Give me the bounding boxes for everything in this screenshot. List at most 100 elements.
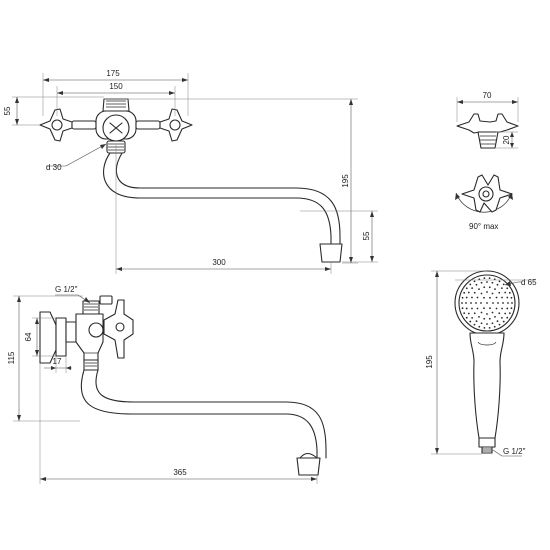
dim-label-115: 115 (7, 351, 16, 364)
front-view-dimensions: 175 150 55 d 30 195 55 (3, 69, 378, 274)
nozzle-dot (508, 312, 511, 315)
nozzle-dot (469, 283, 472, 286)
nozzle-dot (488, 317, 491, 320)
shower-nozzles (461, 277, 513, 329)
nozzle-dot (480, 311, 483, 314)
dim-label-shower-195: 195 (425, 355, 434, 369)
nozzle-dot (483, 277, 486, 280)
nozzle-dot (476, 307, 479, 310)
nozzle-dot (494, 288, 496, 291)
nozzle-dot (494, 315, 496, 318)
nozzle-dot (492, 302, 494, 304)
nozzle-dot (502, 283, 505, 286)
nozzle-dot (475, 302, 477, 304)
nozzle-dot (486, 291, 488, 293)
nozzle-dot (501, 296, 503, 299)
nozzle-dot (471, 287, 474, 290)
nozzle-dot (476, 296, 479, 299)
nozzle-dot (480, 302, 482, 304)
nozzle-dot (491, 322, 494, 325)
nozzle-dot (475, 283, 478, 286)
nozzle-dot (504, 291, 507, 294)
nozzle-dot (493, 278, 496, 281)
nozzle-dot (497, 302, 499, 304)
nozzle-dot (496, 320, 499, 323)
dim-label-90-max: 90° max (469, 222, 498, 231)
dim-label-150: 150 (109, 82, 123, 91)
dim-label-55-left: 55 (3, 106, 12, 115)
nozzle-dot (463, 291, 466, 294)
nozzle-dot (467, 291, 470, 294)
nozzle-dot (465, 302, 467, 304)
nozzle-dot (483, 307, 485, 310)
nozzle-dot (507, 302, 509, 304)
nozzle-dot (483, 296, 485, 299)
nozzle-dot (478, 315, 480, 318)
nozzle-dot (480, 322, 483, 325)
dim-label-20: 20 (502, 135, 511, 144)
nozzle-dot (480, 292, 483, 295)
nozzle-dot (510, 307, 513, 310)
dim-label-shower-thread: G 1/2" (503, 447, 526, 456)
left-cross-handle (39, 108, 97, 142)
handle-dimensions: 70 20 (456, 91, 519, 149)
nozzle-dot (478, 288, 480, 291)
nozzle-dot (502, 320, 505, 323)
nozzle-dot (493, 325, 496, 328)
nozzle-dot (486, 323, 488, 325)
nozzle-dot (486, 313, 488, 315)
nozzle-dot (489, 296, 491, 299)
nozzle-dot (498, 291, 501, 294)
hand-shower-dimensions: d 65 195 G 1/2" (425, 270, 537, 457)
nozzle-dot (473, 280, 476, 283)
dim-label-side-thread: G 1/2" (55, 285, 78, 294)
nozzle-dot (504, 312, 507, 315)
side-view-dimensions: G 1/2" 64 115 17 365 (7, 285, 318, 484)
nozzle-dot (511, 302, 513, 304)
nozzle-dot (500, 287, 503, 290)
dim-label-64: 64 (24, 332, 33, 341)
nozzle-dot (495, 307, 498, 310)
nozzle-dot (498, 312, 501, 315)
nozzle-dot (473, 291, 476, 294)
nozzle-dot (506, 307, 509, 310)
nozzle-dot (498, 323, 501, 326)
nozzle-dot (471, 307, 473, 310)
nozzle-dot (491, 292, 494, 295)
dim-label-55-spout: 55 (362, 231, 371, 240)
dim-label-70: 70 (483, 91, 492, 100)
nozzle-dot (483, 286, 486, 289)
nozzle-dot (473, 312, 476, 315)
nozzle-dot (491, 281, 494, 284)
nozzle-dot (506, 316, 509, 319)
side-view-faucet (39, 295, 327, 476)
nozzle-dot (500, 316, 503, 319)
nozzle-dot (486, 281, 488, 283)
nozzle-dot (461, 302, 463, 304)
nozzle-dot (496, 283, 499, 286)
nozzle-dot (489, 307, 491, 310)
nozzle-dot (501, 307, 503, 310)
nozzle-dot (498, 280, 501, 283)
nozzle-dot (467, 312, 470, 315)
nozzle-dot (473, 323, 476, 326)
nozzle-dot (510, 296, 513, 299)
nozzle-dot (461, 307, 464, 310)
nozzle-dot (465, 307, 468, 310)
hand-shower (454, 270, 520, 454)
nozzle-dot (478, 325, 481, 328)
nozzle-dot (483, 317, 486, 320)
nozzle-dot (463, 312, 466, 315)
nozzle-dot (488, 277, 491, 280)
nozzle-dot (506, 287, 509, 290)
top-spout (103, 152, 343, 263)
front-view-faucet (39, 98, 343, 263)
nozzle-dot (506, 296, 509, 299)
nozzle-dot (508, 291, 511, 294)
right-cross-handle (135, 108, 193, 142)
nozzle-dot (465, 316, 468, 319)
nozzle-dot (488, 326, 491, 329)
nozzle-dot (465, 287, 468, 290)
nozzle-dot (495, 296, 498, 299)
nozzle-dot (461, 296, 464, 299)
